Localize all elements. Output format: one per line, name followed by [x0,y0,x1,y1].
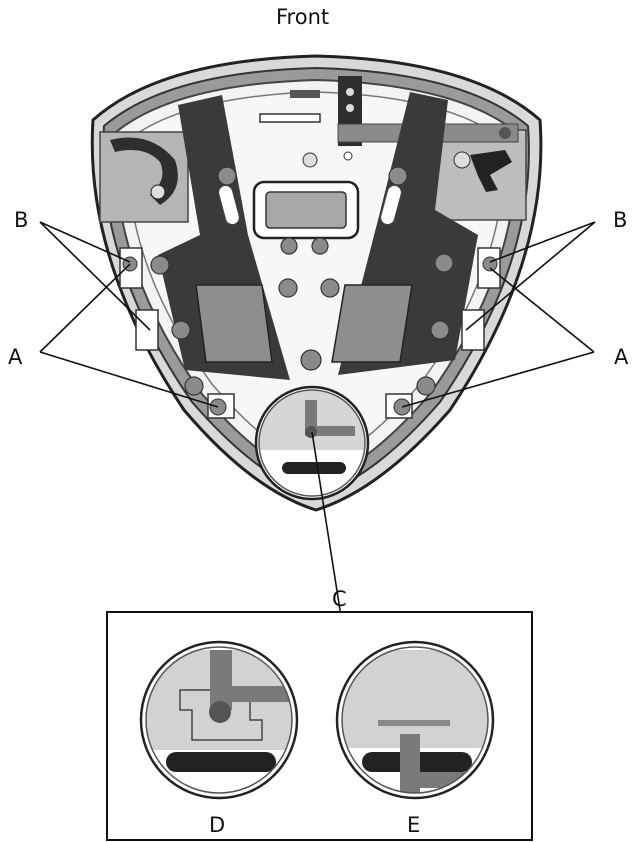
inset-d-view [139,640,299,800]
label-d: D [209,813,226,837]
rear-window-c [254,385,370,501]
front-label: Front [276,5,330,29]
inset-e-view [335,640,495,800]
clips-left [119,247,235,419]
screws [150,166,454,396]
label-b-right: B [613,208,628,232]
label-b-left: B [14,208,29,232]
slots [218,184,402,226]
front-left-mechanism [99,131,189,223]
label-a-left: A [8,345,23,369]
center-window [252,180,360,240]
label-c: C [332,587,347,611]
right-cleaning-pad [331,92,478,375]
front-vent [259,90,353,168]
label-a-right: A [614,345,629,369]
front-right-mechanism [427,129,527,221]
left-cleaning-pad [158,95,290,380]
label-e: E [407,813,421,837]
